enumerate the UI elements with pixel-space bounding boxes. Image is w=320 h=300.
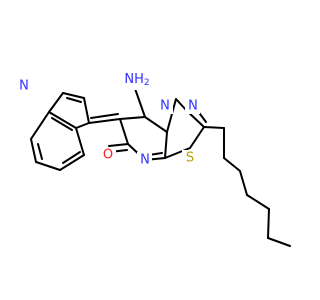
bond	[75, 122, 90, 129]
bond	[267, 208, 270, 239]
bond	[119, 118, 129, 145]
bond	[203, 126, 225, 129]
bond	[37, 143, 43, 160]
bond	[35, 161, 61, 171]
bond	[119, 116, 146, 120]
amine-label: NH2	[124, 72, 149, 89]
bond	[48, 92, 64, 113]
bond	[175, 98, 187, 111]
bond	[30, 111, 50, 140]
bond	[164, 131, 168, 159]
chemical-structure: N NH2 N N N O S	[17, 68, 291, 247]
sulfur-label: S	[186, 151, 194, 166]
bond	[90, 113, 119, 119]
bond	[164, 147, 191, 159]
bonds	[30, 79, 291, 247]
amine-subscript-label: 2	[144, 78, 150, 88]
bond	[62, 92, 85, 99]
ring-nitrogen-label: N	[160, 99, 170, 114]
bond	[51, 117, 73, 131]
bond	[267, 237, 291, 247]
bond	[30, 138, 37, 163]
bond	[223, 157, 241, 172]
bond	[189, 126, 205, 149]
bond	[108, 143, 129, 147]
bond	[144, 116, 168, 133]
ring-nitrogen-label: N	[140, 153, 150, 168]
bond	[59, 154, 85, 171]
bond	[88, 118, 121, 124]
amine-nh-label: NH	[124, 72, 144, 87]
bond	[239, 170, 248, 196]
bond	[75, 127, 85, 156]
bond	[62, 151, 81, 164]
bond	[48, 111, 77, 129]
bond	[66, 97, 82, 103]
atom-labels: N NH2 N N N O S	[17, 68, 200, 168]
ring-nitrogen-label: N	[188, 99, 198, 114]
bond	[246, 194, 270, 210]
indole-nitrogen-label: N	[19, 79, 29, 94]
bond	[83, 97, 90, 124]
bond	[166, 98, 177, 133]
oxygen-label: O	[103, 148, 113, 163]
